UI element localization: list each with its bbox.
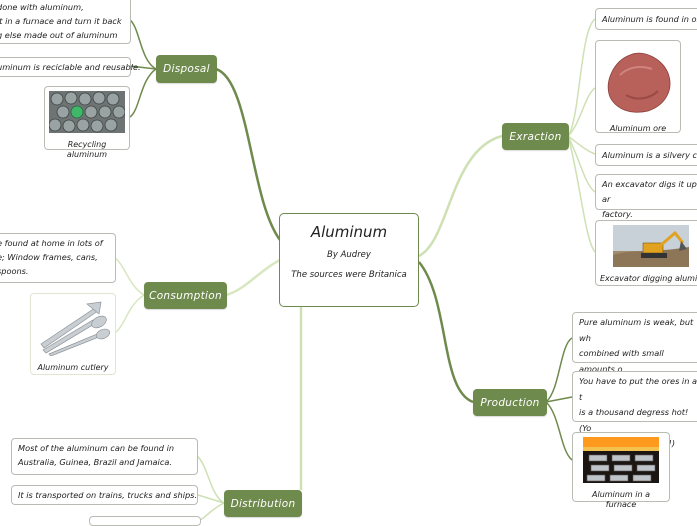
production-image-node[interactable]: Aluminum in a furnace <box>572 432 670 509</box>
production-item-1[interactable]: Pure aluminum is weak, but wh combined w… <box>572 312 697 389</box>
extraction-ore-node[interactable]: Aluminum ore <box>595 40 681 133</box>
extraction-excavator-node[interactable]: Excavator digging alumino <box>595 220 697 286</box>
central-author: By Audrey <box>327 250 371 260</box>
branch-disposal[interactable]: Disposal <box>156 55 217 83</box>
furnace-image <box>583 437 659 483</box>
furnace-caption: Aluminum in a furnace <box>592 490 650 509</box>
production-item-2[interactable]: You have to put the ores in a t is a tho… <box>572 371 697 448</box>
distribution-item-1[interactable]: Most of the aluminum can be found in Aus… <box>11 438 198 475</box>
cutlery-image <box>35 298 111 357</box>
extraction-item-3[interactable]: An excavator digs it up ar factory. <box>595 174 697 219</box>
branch-extraction[interactable]: Exraction <box>502 123 569 150</box>
link-production <box>418 261 474 404</box>
disposal-image-caption: Recycling aluminum <box>66 140 108 159</box>
disposal-image-node[interactable]: Recycling aluminum <box>44 86 130 159</box>
link-consumption <box>225 258 281 297</box>
distribution-item-2[interactable]: It is transported on trains, trucks and … <box>11 485 198 505</box>
disposal-item-1[interactable]: done with aluminum, lt in a furnace and … <box>0 0 131 44</box>
ore-rock-image <box>600 45 676 117</box>
branch-consumption[interactable]: Consumption <box>144 282 227 309</box>
distribution-item-3-partial[interactable] <box>89 516 201 526</box>
link-disposal <box>215 67 282 241</box>
branch-distribution[interactable]: Distribution <box>224 490 302 517</box>
consumption-image-caption: Aluminum cutlery <box>37 363 109 372</box>
excavator-caption: Excavator digging alumino <box>600 274 697 283</box>
central-topic[interactable]: Aluminum By Audrey The sources were Brit… <box>279 213 419 307</box>
central-title: Aluminum <box>310 223 388 241</box>
branch-production[interactable]: Production <box>473 389 547 416</box>
ore-caption: Aluminum ore <box>609 124 667 133</box>
consumption-image-node[interactable]: Aluminum cutlery <box>30 293 116 375</box>
excavator-image <box>613 225 689 267</box>
extraction-item-1[interactable]: Aluminum is found in ore <box>595 8 697 30</box>
link-extraction <box>418 134 503 258</box>
central-sources: The sources were Britanica <box>291 270 407 280</box>
recycled-cans-image <box>48 91 126 133</box>
disposal-item-2[interactable]: uminum is reciclable and reusable. <box>0 57 141 77</box>
extraction-item-2[interactable]: Aluminum is a silvery colo <box>595 144 697 166</box>
consumption-item-1[interactable]: e found at home in lots of e; Window fra… <box>0 233 116 283</box>
